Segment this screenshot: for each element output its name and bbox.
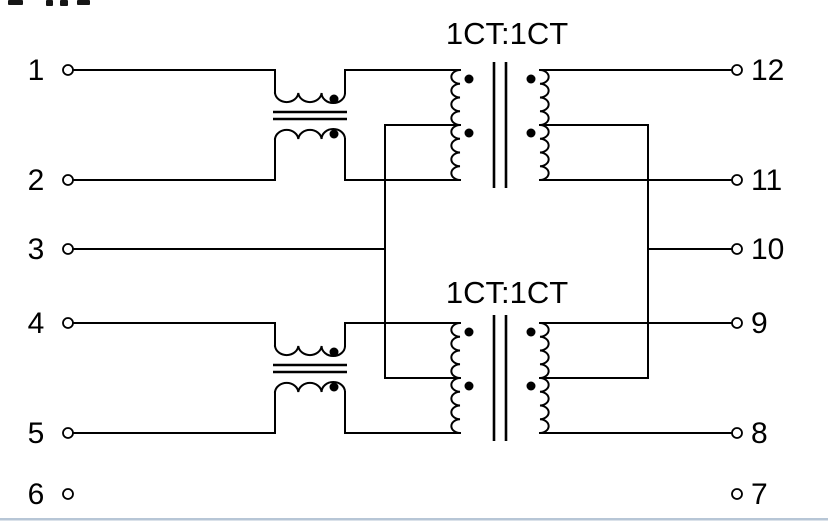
polarity-dot [464,74,474,84]
transformer-bottom-secondary-winding [538,321,550,435]
pin-label-1: 1 [28,54,45,87]
polarity-dot [526,381,536,391]
pin-terminal-7 [731,488,743,500]
choke-top-winding-b [273,128,347,141]
pin-terminal-2 [62,174,74,186]
wire-pin1-to-choke [72,69,276,94]
pin-terminal-12 [731,64,743,76]
wire-pin5-to-choke [72,391,276,434]
pin-label-7: 7 [751,478,768,511]
polarity-dot [329,382,339,392]
choke-bottom-winding-b [273,381,347,394]
wire-choke-to-primary-top [344,69,461,94]
wire-choke-to-primary-bottom [344,391,461,434]
cropped-text-artifact [8,0,90,6]
transformer-top-ratio-label: 1CT:1CT [446,16,568,51]
wire-pin2-to-choke [72,138,276,181]
pins-left: 1 2 3 4 5 6 [28,54,74,511]
pin-terminal-3 [62,243,74,255]
pin-terminal-5 [62,427,74,439]
wire-pin4-to-choke [72,322,276,347]
pin-terminal-1 [62,64,74,76]
transformer-top [450,62,550,188]
pin-terminal-9 [731,317,743,329]
pin-label-4: 4 [28,307,45,340]
pin-terminal-10 [731,243,743,255]
pin-label-9: 9 [751,307,768,340]
polarity-dot [526,327,536,337]
transformer-bottom-primary-winding [450,321,462,435]
bottom-channel-wiring [72,322,733,434]
polarity-dot [329,347,339,357]
transformer-bottom [450,315,550,441]
polarity-dot [464,128,474,138]
pins-right: 12 11 10 9 8 7 [731,54,784,511]
transformer-top-primary-winding [450,68,462,182]
pin-terminal-6 [62,488,74,500]
pin-label-3: 3 [28,233,45,266]
pin-label-11: 11 [751,164,782,197]
polarity-dot [464,381,474,391]
transformer-bottom-ratio-label: 1CT:1CT [446,275,568,310]
artifact-mark [46,0,53,6]
artifact-mark [8,0,23,5]
top-channel-wiring [72,69,733,379]
polarity-dot [464,327,474,337]
polarity-dot [329,129,339,139]
polarity-dot [526,74,536,84]
common-mode-choke-bottom [273,344,347,394]
artifact-mark [60,0,68,6]
pin-label-5: 5 [28,417,45,450]
polarity-dot [329,94,339,104]
pin-label-10: 10 [751,233,784,266]
transformer-top-secondary-winding [538,68,550,182]
wire-choke-to-primary-top [344,322,461,347]
pin-label-2: 2 [28,164,45,197]
pin-label-8: 8 [751,417,768,450]
artifact-mark [77,0,90,5]
pin-terminal-4 [62,317,74,329]
pin-terminal-11 [731,174,743,186]
polarity-dot [526,128,536,138]
pin-terminal-8 [731,427,743,439]
pin-label-6: 6 [28,478,45,511]
common-mode-choke-top [273,91,347,141]
pin-label-12: 12 [751,54,784,87]
wire-choke-to-primary-bottom [344,138,461,181]
page-footer-rule [0,518,828,521]
